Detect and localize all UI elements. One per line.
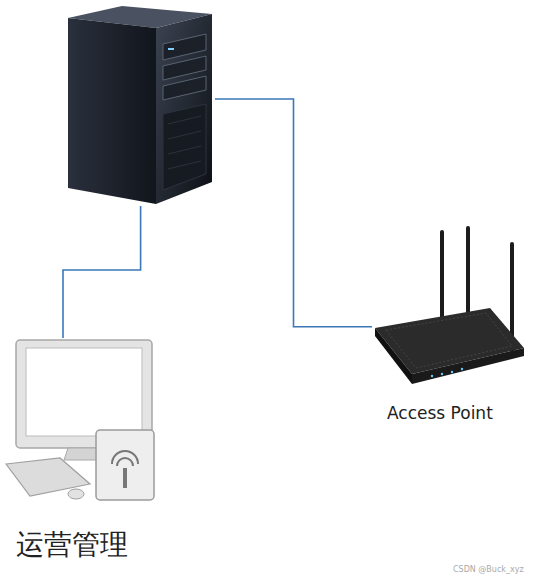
- server-tower: [60, 4, 215, 206]
- network-cable: [215, 99, 372, 327]
- node-label: 运营管理: [16, 526, 128, 564]
- node-label: Access Point: [387, 403, 493, 423]
- server-tower-art: [60, 4, 215, 206]
- access-point: Access Point: [372, 226, 530, 436]
- watermark: CSDN @Buck_xyz: [453, 565, 524, 574]
- operations-pc: 运营管理: [0, 334, 170, 574]
- network-cable: [63, 206, 141, 338]
